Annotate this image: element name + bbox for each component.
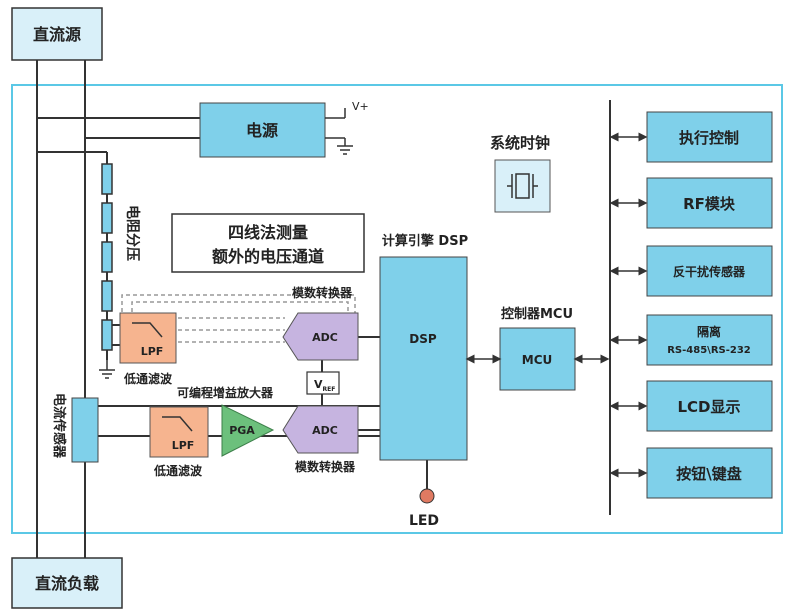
peripheral-buttons-keyboard: 按钮\键盘: [646, 447, 773, 499]
peripheral-execution-control: 执行控制: [646, 111, 773, 163]
peripheral-label: 按钮\键盘: [676, 465, 741, 483]
peripheral-label: LCD显示: [677, 398, 740, 416]
mcu-label: MCU: [522, 353, 553, 367]
vref-block: [306, 371, 340, 395]
adc-bottom-label: ADC: [312, 424, 338, 437]
power-block: [199, 102, 326, 158]
led-label: LED: [409, 513, 439, 529]
pga-block: [221, 404, 275, 457]
mcu-block: [499, 327, 576, 391]
four-wire-line2: 额外的电压通道: [212, 247, 324, 266]
four-wire-box: [171, 213, 365, 273]
crystal-icon: [507, 173, 538, 199]
resistor-divider: [101, 163, 113, 351]
pga-caption: 可编程增益放大器: [177, 385, 274, 400]
peripheral-label: 执行控制: [679, 129, 739, 147]
lpf-bottom-block: [149, 406, 209, 458]
system-clock-block: [494, 159, 551, 213]
lpf-bottom-label: LPF: [172, 439, 195, 452]
system-clock-label: 系统时钟: [490, 134, 550, 152]
peripheral-links: [609, 132, 648, 478]
dsp-label: DSP: [409, 332, 437, 346]
lpf-bottom-response-icon: [162, 416, 193, 432]
peripheral-sublabel: RS-485\RS-232: [667, 345, 751, 356]
system-boundary: [11, 84, 783, 534]
peripheral-anti-interference-sensor: 反干扰传感器: [646, 245, 773, 297]
resistor-divider-label: 电阻分压: [124, 205, 141, 261]
four-wire-line1: 四线法测量: [228, 223, 308, 242]
current-sensor-label: 电流传感器: [51, 393, 67, 459]
adc-bottom-caption: 模数转换器: [295, 459, 356, 474]
adc-top-label: ADC: [312, 331, 338, 344]
lpf-top-label: LPF: [141, 345, 164, 358]
peripheral-lcd-display: LCD显示: [646, 380, 773, 432]
dc-source-label: 直流源: [33, 25, 81, 44]
power-label: 电源: [246, 121, 278, 140]
current-sensor-block: [71, 397, 99, 463]
dc-load-block: [11, 557, 123, 609]
peripheral-label: 隔离: [697, 324, 721, 339]
ground-symbol-divider: [99, 360, 115, 379]
adc-top-block: [282, 312, 359, 361]
peripheral-label: RF模块: [683, 195, 736, 213]
peripheral-isolation: 隔离 RS-485\RS-232: [646, 314, 773, 366]
peripheral-rf-module: RF模块: [646, 177, 773, 229]
lpf-top-response-icon: [132, 322, 163, 338]
dc-source-block: [11, 7, 103, 61]
adc-top-caption: 模数转换器: [292, 285, 353, 300]
lowpass-bottom-label: 低通滤波: [153, 463, 203, 478]
pga-label: PGA: [229, 424, 255, 437]
led-indicator: [419, 488, 435, 504]
lpf-top-block: [119, 312, 177, 364]
peripheral-label: 反干扰传感器: [673, 264, 746, 279]
vref-label: VREF: [314, 378, 335, 393]
dc-load-label: 直流负载: [35, 574, 99, 593]
dsp-block: [379, 256, 468, 461]
power-ground: [325, 108, 353, 155]
vplus-label: V+: [352, 100, 369, 113]
adc-bottom-block: [282, 405, 359, 454]
controller-label: 控制器MCU: [501, 306, 573, 322]
compute-engine-label: 计算引擎 DSP: [382, 233, 468, 249]
lowpass-top-label: 低通滤波: [123, 371, 173, 386]
